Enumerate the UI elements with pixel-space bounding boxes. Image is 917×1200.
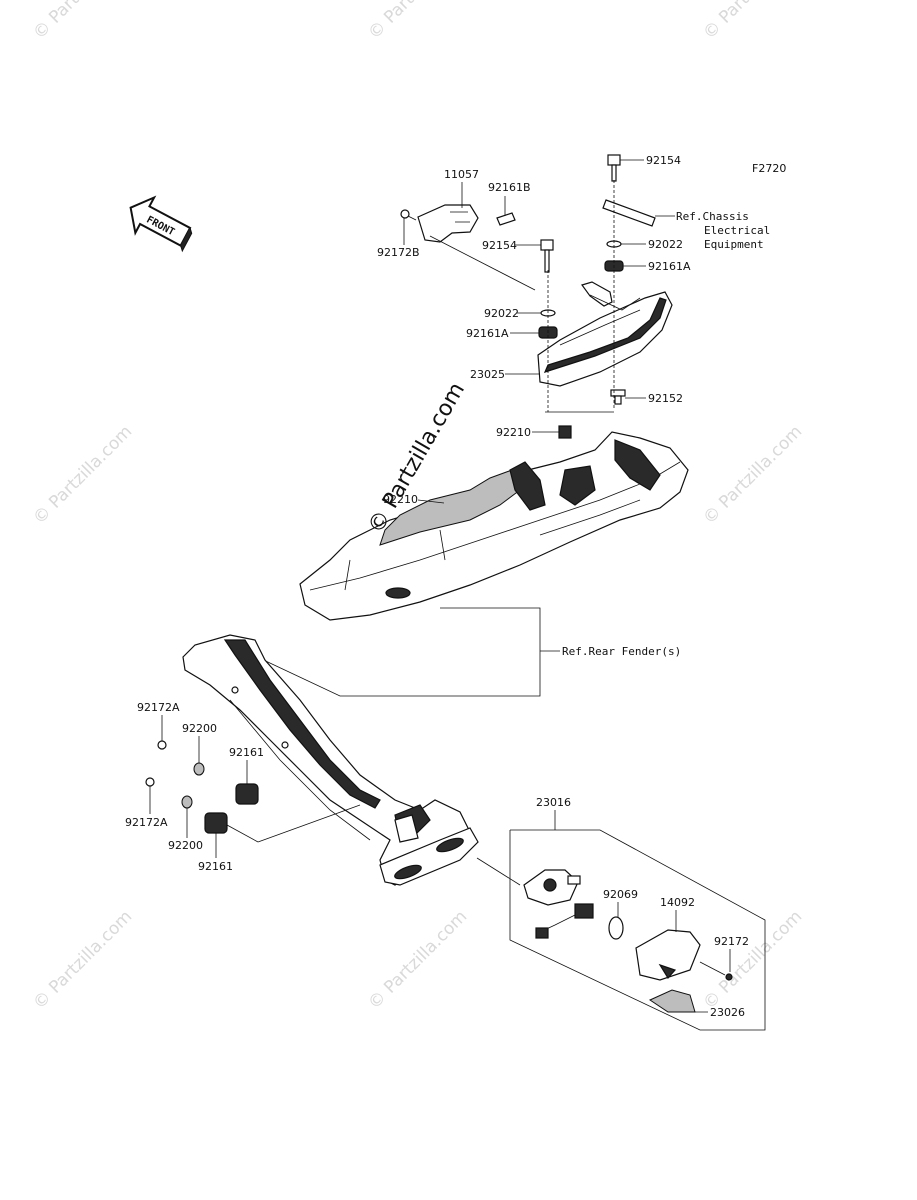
license-plate-bracket — [182, 634, 479, 886]
bulb-92069 — [608, 916, 624, 940]
bolt-92172a-lower — [145, 777, 155, 787]
license-light-housing — [523, 869, 581, 906]
label-92172b: 92172B — [377, 246, 420, 259]
rear-fender — [299, 431, 689, 621]
ref-rear-fender: Ref.Rear Fender(s) — [562, 645, 681, 658]
tail-cover-23025 — [537, 281, 673, 387]
socket-wire — [535, 903, 594, 939]
bolt-92172a-upper — [157, 740, 167, 750]
label-92172a-upper: 92172A — [137, 701, 180, 714]
label-92152: 92152 — [648, 392, 683, 405]
grommet-92161-lower — [204, 812, 228, 834]
bracket-11057 — [417, 204, 479, 243]
clip-92210-upper — [558, 425, 572, 439]
ref-chassis-line3: Equipment — [704, 238, 764, 251]
label-92161a-upper: 92161A — [648, 260, 691, 273]
label-92172: 92172 — [714, 935, 749, 948]
cover-23026 — [648, 989, 696, 1013]
watermark-tile: © Partzilla.com — [699, 422, 806, 529]
label-92069: 92069 — [603, 888, 638, 901]
front-arrow-icon: FRONT — [129, 195, 193, 253]
label-92200-upper: 92200 — [182, 722, 217, 735]
watermark-tile: © Partzilla.com — [699, 907, 806, 1014]
ground-strap — [602, 199, 656, 227]
pin-92161b — [496, 212, 516, 226]
label-92200-lower: 92200 — [168, 839, 203, 852]
bolt-92154-middle — [540, 239, 554, 273]
bolt-92152 — [610, 389, 626, 405]
watermark-tile: © Partzilla.com — [29, 0, 136, 44]
screw-92172 — [699, 961, 733, 981]
watermark-tile: © Partzilla.com — [29, 907, 136, 1014]
washer-92200-upper — [193, 762, 205, 776]
label-92022-middle: 92022 — [484, 307, 519, 320]
label-92210-lower: 92210 — [383, 493, 418, 506]
label-92154-upper: 92154 — [646, 154, 681, 167]
label-23025: 23025 — [470, 368, 505, 381]
watermark-tile: © Partzilla.com — [29, 422, 136, 529]
watermark-tile: © Partzilla.com — [364, 907, 471, 1014]
label-92161a-middle: 92161A — [466, 327, 509, 340]
label-92154-middle: 92154 — [482, 239, 517, 252]
label-92161b: 92161B — [488, 181, 531, 194]
bolt-92154-upper — [607, 154, 621, 182]
grommet-92161-upper — [235, 783, 259, 805]
bolt-92172b — [400, 209, 417, 221]
label-92161-lower: 92161 — [198, 860, 233, 873]
label-92172a-lower: 92172A — [125, 816, 168, 829]
figure-code: F2720 — [752, 162, 786, 175]
label-11057: 11057 — [444, 168, 479, 181]
lens-14092 — [635, 929, 701, 981]
ref-chassis-line1: Ref.Chassis — [676, 210, 749, 223]
washer-92200-lower — [181, 795, 193, 809]
watermark-tile: © Partzilla.com — [364, 0, 471, 44]
watermark-tile: © Partzilla.com — [699, 0, 806, 44]
label-92022-upper: 92022 — [648, 238, 683, 251]
label-92161-upper: 92161 — [229, 746, 264, 759]
label-92210-upper: 92210 — [496, 426, 531, 439]
label-14092: 14092 — [660, 896, 695, 909]
label-23026: 23026 — [710, 1006, 745, 1019]
label-23016: 23016 — [536, 796, 571, 809]
ref-chassis-line2: Electrical — [704, 224, 770, 237]
